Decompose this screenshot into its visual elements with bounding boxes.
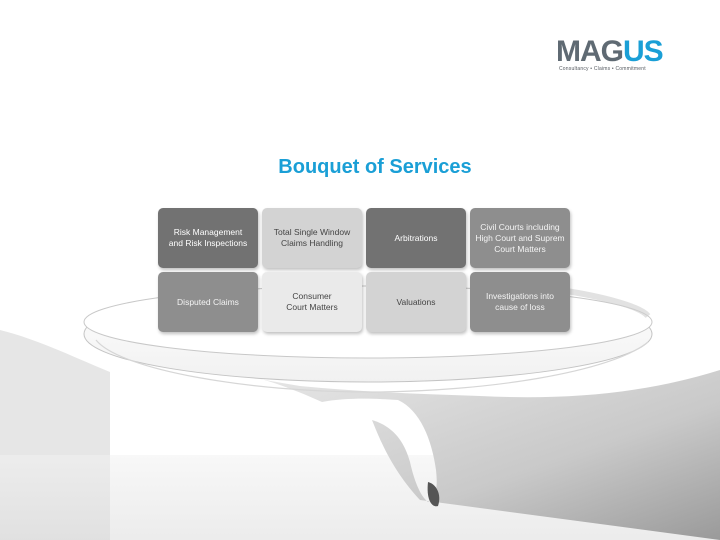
logo-wordmark: MAGUS [556, 35, 664, 68]
tray-underside [95, 339, 649, 393]
service-tile-risk-management: Risk Management and Risk Inspections [158, 208, 258, 268]
service-tile-investigations: Investigations into cause of loss [470, 272, 570, 332]
logo-tagline: Consultancy • Claims • Commitment [559, 66, 646, 72]
magus-logo: MAGUS Consultancy • Claims • Commitment [556, 36, 680, 76]
service-tile-arbitrations: Arbitrations [366, 208, 466, 268]
service-tile-consumer-court: Consumer Court Matters [262, 272, 362, 332]
tray-highlight [559, 287, 651, 319]
service-tile-valuations: Valuations [366, 272, 466, 332]
arm-shape [235, 370, 720, 540]
thumb-shape [427, 482, 440, 507]
slide-title: Bouquet of Services [278, 156, 472, 178]
service-tile-civil-courts: Civil Courts including High Court and Su… [470, 208, 570, 268]
service-tile-disputed-claims: Disputed Claims [158, 272, 258, 332]
service-tile-claims-handling: Total Single Window Claims Handling [262, 208, 362, 268]
